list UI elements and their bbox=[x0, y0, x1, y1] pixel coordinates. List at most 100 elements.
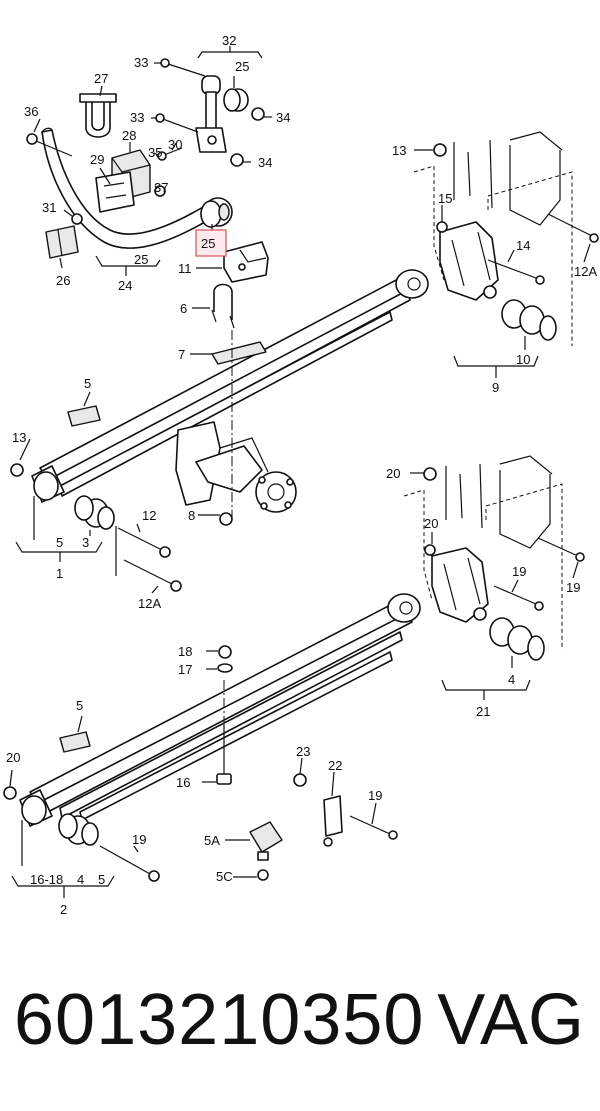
washer-17 bbox=[217, 663, 233, 673]
label-29: 29 bbox=[90, 152, 104, 167]
label-12A-left: 12A bbox=[138, 596, 161, 611]
bushing-4-right bbox=[489, 617, 545, 661]
label-5-upper: 5 bbox=[84, 376, 91, 391]
nut-18 bbox=[218, 645, 232, 659]
label-5-bottom: 5 bbox=[98, 872, 105, 887]
nut-13-left bbox=[10, 463, 24, 477]
stop-5A bbox=[249, 821, 283, 861]
part-caption: 6013210350 VAG bbox=[14, 975, 594, 1065]
label-24: 24 bbox=[118, 278, 132, 293]
label-19-right: 19 bbox=[566, 580, 580, 595]
label-36: 36 bbox=[24, 104, 38, 119]
bracket-22 bbox=[323, 795, 343, 847]
bolt-19-mid bbox=[493, 585, 544, 611]
leader-lines bbox=[9, 46, 591, 898]
callout-labels: 32 33 25 27 36 33 34 28 30 35 29 34 37 3… bbox=[6, 33, 597, 917]
dash-hanger-upper-r bbox=[487, 171, 573, 346]
nut-20-mid bbox=[424, 544, 436, 556]
leaf-spring-lower bbox=[29, 599, 413, 821]
label-18: 18 bbox=[178, 644, 192, 659]
label-35: 35 bbox=[148, 145, 162, 160]
bolt-19-lower-left bbox=[99, 845, 160, 882]
label-27: 27 bbox=[94, 71, 108, 86]
u-bolt-6 bbox=[211, 283, 235, 329]
label-22: 22 bbox=[328, 758, 342, 773]
label-25-upper: 25 bbox=[235, 59, 249, 74]
pad-5-lower bbox=[59, 731, 91, 753]
label-5C: 5C bbox=[216, 869, 233, 884]
bolt-33-upper bbox=[160, 58, 206, 77]
nut-31 bbox=[71, 213, 83, 225]
bolt-19-lower-mid bbox=[349, 815, 398, 840]
label-34-lower: 34 bbox=[258, 155, 272, 170]
nut-37 bbox=[154, 185, 166, 197]
bushing-25-upper bbox=[223, 88, 249, 112]
label-13-top: 13 bbox=[392, 143, 406, 158]
bracket-11 bbox=[223, 241, 269, 283]
label-33-lower: 33 bbox=[130, 110, 144, 125]
label-11: 11 bbox=[178, 261, 192, 276]
label-25-highlighted: 25 bbox=[201, 236, 215, 251]
label-7: 7 bbox=[178, 347, 185, 362]
label-4-right: 4 bbox=[508, 672, 515, 687]
bolt-33-lower bbox=[155, 113, 199, 133]
label-5-lower: 5 bbox=[76, 698, 83, 713]
label-17: 17 bbox=[178, 662, 192, 677]
bolt-12A-right bbox=[547, 213, 599, 243]
spring-eye-front-lower bbox=[19, 789, 53, 827]
dash-hanger-upper-l bbox=[413, 165, 445, 281]
dash-hanger-lower-l bbox=[403, 489, 433, 601]
label-15: 15 bbox=[438, 191, 452, 206]
frame-member-upper bbox=[453, 131, 563, 226]
label-21: 21 bbox=[476, 704, 490, 719]
label-5-left: 5 bbox=[56, 535, 63, 550]
bolt-36 bbox=[26, 133, 73, 157]
part-number: 6013210350 bbox=[14, 980, 425, 1060]
nut-34-lower bbox=[230, 153, 244, 167]
nut-20-upper bbox=[423, 467, 437, 481]
label-16-18: 16-18 bbox=[30, 872, 63, 887]
frame-member-lower bbox=[445, 455, 553, 549]
nut-5C bbox=[257, 869, 269, 881]
bushing-26 bbox=[45, 225, 79, 259]
bushing-3 bbox=[74, 495, 115, 530]
bolt-19-right bbox=[537, 537, 585, 562]
label-20-upper: 20 bbox=[386, 466, 400, 481]
bolt-12 bbox=[117, 527, 171, 558]
pad-5-upper bbox=[67, 405, 101, 427]
nut-13-top bbox=[433, 143, 447, 157]
label-20-mid: 20 bbox=[424, 516, 438, 531]
bushing-4-lower bbox=[58, 813, 99, 846]
label-31: 31 bbox=[42, 200, 56, 215]
label-1: 1 bbox=[56, 566, 63, 581]
label-13-left: 13 bbox=[12, 430, 26, 445]
label-32: 32 bbox=[222, 33, 236, 48]
axle-housing bbox=[175, 421, 297, 513]
label-25-lower: 25 bbox=[134, 252, 148, 267]
label-9: 9 bbox=[492, 380, 499, 395]
hanger-bracket-15 bbox=[439, 221, 499, 301]
label-12A-right: 12A bbox=[574, 264, 597, 279]
nut-8 bbox=[219, 512, 233, 526]
label-19-lower-left: 19 bbox=[132, 832, 146, 847]
hanger-bracket-20 bbox=[431, 547, 489, 623]
label-2: 2 bbox=[60, 902, 67, 917]
label-10: 10 bbox=[516, 352, 530, 367]
label-26: 26 bbox=[56, 273, 70, 288]
label-8: 8 bbox=[188, 508, 195, 523]
brand-name: VAG bbox=[437, 980, 584, 1060]
nut-20-lower-left bbox=[3, 786, 17, 800]
label-14: 14 bbox=[516, 238, 530, 253]
dash-hanger-lower-r bbox=[485, 483, 563, 650]
bolt-12A-left bbox=[123, 559, 182, 592]
bracket-27 bbox=[79, 93, 117, 138]
label-19-mid: 19 bbox=[512, 564, 526, 579]
spring-eye-front bbox=[31, 465, 65, 503]
label-12: 12 bbox=[142, 508, 156, 523]
rubber-mount-29 bbox=[95, 171, 135, 213]
coupling-rod-32 bbox=[195, 75, 227, 153]
spring-eye-rear bbox=[395, 269, 429, 299]
label-30: 30 bbox=[168, 137, 182, 152]
